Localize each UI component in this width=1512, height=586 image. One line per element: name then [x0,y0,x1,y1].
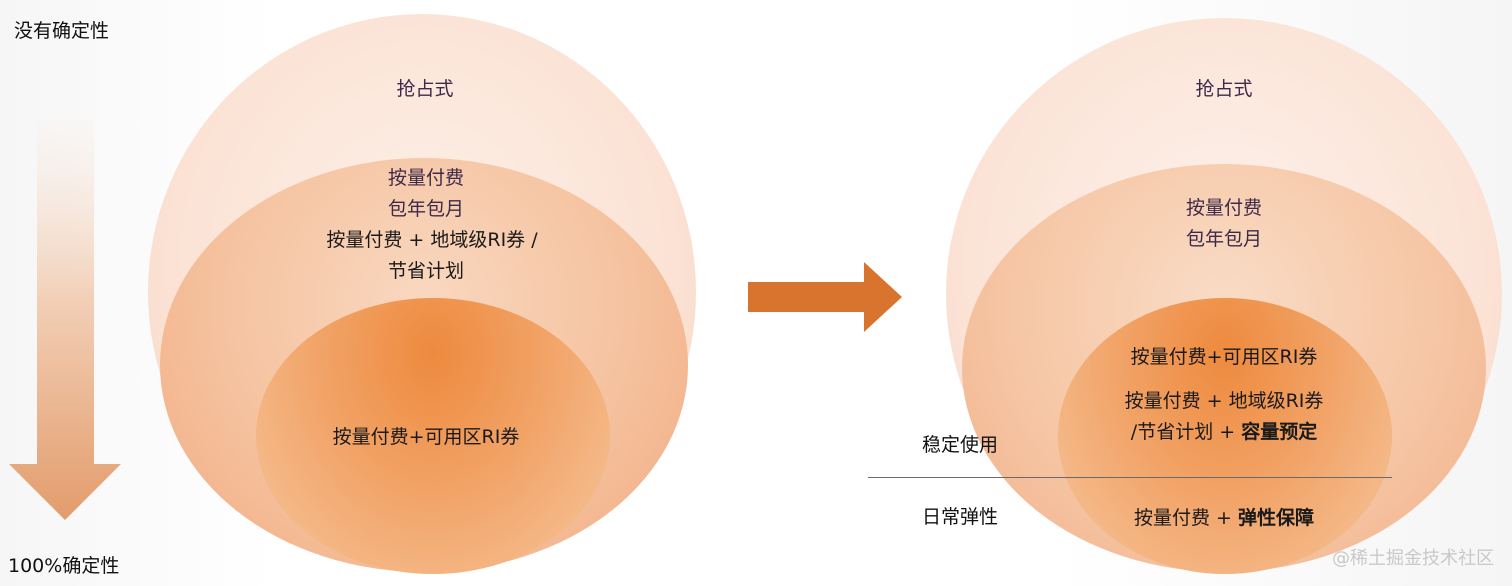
elastic-guarantee-prefix: 按量付费 + [1133,507,1238,529]
uncertainty-label: 没有确定性 [14,20,110,42]
transition-arrow [748,262,902,332]
certainty-label: 100%确定性 [8,555,120,577]
elastic-guarantee-bold: 弹性保障 [1237,507,1315,529]
left-middle-line-3: 按量付费 + 地域级RI券 / [326,229,538,251]
right-inner-line-2: 按量付费 + 地域级RI券 [1124,390,1324,412]
left-inner-label: 按量付费+可用区RI券 [332,426,520,448]
right-outer-label: 抢占式 [1195,78,1253,100]
left-middle-line-4: 节省计划 [387,260,465,282]
certainty-down-arrow [9,120,121,520]
capacity-reservation-bold: 容量预定 [1241,421,1318,443]
right-inner-line-1: 按量付费+可用区RI券 [1130,346,1318,368]
right-inner-line-3: /节省计划 + 容量预定 [1131,417,1317,447]
watermark: @稀土掘金技术社区 [1332,548,1494,569]
left-inner-circle [256,298,610,574]
capacity-reservation-prefix: /节省计划 + [1130,421,1242,443]
right-inner-line-4: 按量付费 + 弹性保障 [1134,503,1314,533]
left-middle-line-2: 包年包月 [387,198,465,220]
left-outer-label: 抢占式 [396,78,454,100]
usage-divider-line [868,477,1392,478]
right-middle-line-2: 包年包月 [1185,228,1263,250]
right-inner-circle [1058,298,1392,574]
left-middle-line-1: 按量付费 [387,167,465,189]
stable-usage-label: 稳定使用 [922,434,999,456]
daily-elastic-label: 日常弹性 [922,506,999,528]
right-middle-line-1: 按量付费 [1185,197,1263,219]
